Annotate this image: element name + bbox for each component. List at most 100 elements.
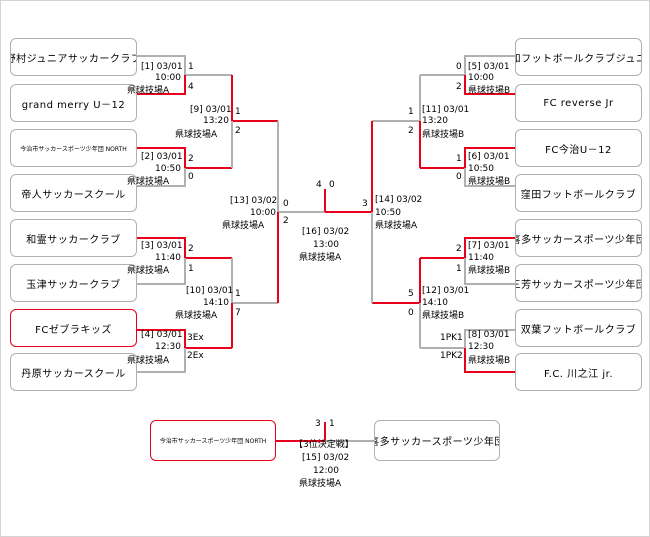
m13-time: 10:00 — [250, 208, 276, 218]
m6-no: [6] 03/01 — [468, 152, 510, 162]
team-l3: 今治市サッカースポーツ少年団 NORTH — [10, 129, 137, 167]
m16-no: [16] 03/02 — [302, 227, 350, 237]
m4-score1: 3Ex — [187, 333, 204, 343]
m15-no: [15] 03/02 — [302, 453, 350, 463]
m14-venue: 県球技場A — [375, 221, 418, 231]
m5-score2: 2 — [456, 82, 462, 92]
m11-time: 13:20 — [422, 116, 448, 126]
m16-time: 13:00 — [313, 240, 339, 250]
m10-no: [10] 03/01 — [186, 286, 234, 296]
line-r7 — [420, 329, 515, 349]
line-r4 — [464, 168, 515, 187]
m16-score2: 0 — [329, 180, 335, 190]
line-l4 — [137, 168, 186, 187]
line-r3-win — [420, 147, 515, 169]
team-l6: 玉津サッカークラブ — [10, 264, 137, 302]
m5-score1: 0 — [456, 62, 462, 72]
team-r6: 三芳サッカースポーツ少年団 — [515, 264, 642, 302]
m1-no: [1] 03/01 — [141, 62, 183, 72]
m9-venue: 県球技場A — [175, 130, 218, 140]
m9-no: [9] 03/01 — [190, 105, 232, 115]
team-r8: F.C. 川之江 jr. — [515, 353, 642, 391]
m6-time: 10:50 — [468, 164, 494, 174]
team-3rd-left: 今治市サッカースポーツ少年団 NORTH — [150, 420, 276, 461]
line-r1 — [420, 55, 515, 76]
m16-score1: 4 — [316, 180, 322, 190]
m12-no: [12] 03/01 — [422, 286, 470, 296]
m8-score2: 1PK2 — [440, 351, 463, 361]
m12-score1: 5 — [408, 289, 414, 299]
m10-venue: 県球技場A — [175, 311, 218, 321]
m2-venue: 県球技場A — [127, 177, 170, 187]
m7-no: [7] 03/01 — [468, 241, 510, 251]
line-l5-win — [137, 237, 232, 259]
m10-time: 14:10 — [203, 298, 229, 308]
team-l2: grand merry U－12 — [10, 84, 137, 122]
team-l1: 野村ジュニアサッカークラブ — [10, 38, 137, 76]
m14-time: 10:50 — [375, 208, 401, 218]
m12-venue: 県球技場B — [422, 311, 465, 321]
team-l5: 和霊サッカークラブ — [10, 219, 137, 257]
m13-score1: 0 — [283, 199, 289, 209]
m1-score2: 4 — [188, 82, 194, 92]
m13-score2: 2 — [283, 216, 289, 226]
team-l7: FCゼブラキッズ — [10, 309, 137, 347]
m12-score2: 0 — [408, 308, 414, 318]
m8-no: [8] 03/01 — [468, 330, 510, 340]
m11-score2: 2 — [408, 126, 414, 136]
team-r5: 喜多サッカースポーツ少年団 — [515, 219, 642, 257]
m9-score1: 1 — [235, 107, 241, 117]
m15-score2: 1 — [329, 419, 335, 429]
line-r6 — [464, 258, 515, 285]
m4-venue: 県球技場A — [127, 356, 170, 366]
m4-no: [4] 03/01 — [141, 330, 183, 340]
line-l8 — [137, 348, 186, 373]
team-r3: FC今治U－12 — [515, 129, 642, 167]
m11-score1: 1 — [408, 107, 414, 117]
m14-no: [14] 03/02 — [375, 195, 423, 205]
m6-venue: 県球技場B — [468, 177, 511, 187]
m13-no: [13] 03/02 — [230, 196, 278, 206]
m9-time: 13:20 — [203, 116, 229, 126]
line-l7-win — [137, 329, 232, 349]
m7-score2: 1 — [456, 264, 462, 274]
team-l8: 丹原サッカースクール — [10, 353, 137, 391]
line-l2-win — [137, 75, 186, 95]
m6-score2: 0 — [456, 172, 462, 182]
m1-score1: 1 — [188, 62, 194, 72]
m15-venue: 県球技場A — [299, 479, 342, 489]
m8-score1: 1PK1 — [440, 333, 463, 343]
m2-time: 10:50 — [155, 164, 181, 174]
team-r7: 双葉フットボールクラブ — [515, 309, 642, 347]
m3-time: 11:40 — [155, 253, 181, 263]
m2-no: [2] 03/01 — [141, 152, 183, 162]
m8-venue: 県球技場B — [468, 356, 511, 366]
m12-time: 14:10 — [422, 298, 448, 308]
m7-time: 11:40 — [468, 253, 494, 263]
m15-time: 12:00 — [313, 466, 339, 476]
m11-venue: 県球技場B — [422, 130, 465, 140]
m15-score1: 3 — [315, 419, 321, 429]
team-3rd-right: 喜多サッカースポーツ少年団 — [374, 420, 500, 461]
m3-no: [3] 03/01 — [141, 241, 183, 251]
m5-no: [5] 03/01 — [468, 62, 510, 72]
line-r2-win — [464, 75, 515, 95]
line-l1 — [137, 55, 232, 76]
team-r2: FC reverse Jr — [515, 84, 642, 122]
m1-time: 10:00 — [155, 73, 181, 83]
m4-time: 12:30 — [155, 342, 181, 352]
m3-score1: 2 — [188, 244, 194, 254]
line-r8-win — [464, 348, 515, 373]
team-r4: 窪田フットボールクラブ — [515, 174, 642, 212]
m7-score1: 2 — [456, 244, 462, 254]
m4-score2: 2Ex — [187, 351, 204, 361]
m2-score2: 0 — [188, 172, 194, 182]
m13-venue: 県球技場A — [222, 221, 265, 231]
m10-score1: 1 — [235, 289, 241, 299]
m10-score2: 7 — [235, 308, 241, 318]
m6-score1: 1 — [456, 154, 462, 164]
m3-score2: 1 — [188, 264, 194, 274]
m7-venue: 県球技場B — [468, 266, 511, 276]
m16-venue: 県球技場A — [299, 253, 342, 263]
